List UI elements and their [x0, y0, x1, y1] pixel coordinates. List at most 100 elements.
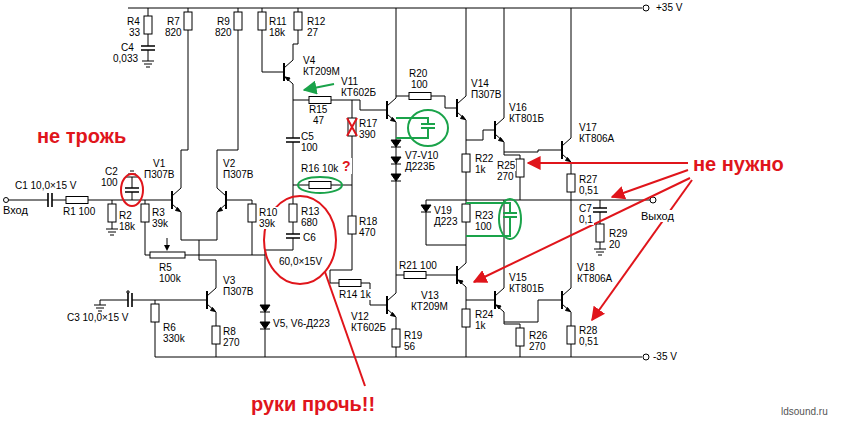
red-markup	[592, 180, 692, 320]
component-label: R24	[474, 309, 494, 320]
component-label: 390	[358, 129, 377, 140]
transistor-symbol	[483, 110, 504, 150]
component-label: П307В	[143, 169, 176, 180]
component-label: 820	[214, 27, 233, 38]
resistor-symbol	[108, 200, 116, 226]
capacitor-symbol	[286, 130, 300, 150]
component-label: 33	[128, 27, 141, 38]
component-label: 680	[300, 217, 319, 228]
transistor-symbol	[445, 255, 466, 295]
component-label: +35 V	[655, 2, 683, 13]
red-markup	[528, 162, 688, 164]
component-label: 20	[608, 239, 621, 250]
component-label: П307В	[222, 286, 255, 297]
resistor-symbol	[144, 12, 152, 38]
wire	[396, 200, 650, 275]
component-label: 330k	[162, 333, 186, 344]
red-markup	[121, 174, 143, 206]
capacitor-symbol	[125, 180, 139, 200]
annotation-note: не нужно	[692, 152, 785, 176]
wire	[396, 8, 483, 200]
resistor-symbol	[305, 182, 335, 189]
component-label: 60,0×15V	[278, 256, 323, 267]
resistor-symbol	[184, 8, 192, 34]
component-label: Д223	[433, 216, 458, 227]
transistor-symbol	[217, 180, 238, 220]
component-label: КТ801Б	[508, 113, 545, 124]
capacitor-symbol	[40, 193, 60, 207]
annotation-note: не трожь	[36, 124, 127, 148]
transistor-symbol	[375, 285, 396, 325]
resistor-symbol	[348, 114, 356, 140]
component-label: R12	[306, 16, 326, 27]
resistor-symbol	[151, 300, 159, 326]
terminal	[4, 5, 657, 360]
component-label: КТ209М	[410, 301, 449, 312]
component-label: П307В	[470, 89, 503, 100]
component-label: C2	[104, 166, 119, 177]
resistor-symbol	[567, 322, 575, 348]
component-label: КТ801Б	[508, 283, 545, 294]
resistor-symbol	[305, 97, 335, 104]
component-label: 1k	[474, 164, 487, 175]
wire	[8, 8, 650, 357]
component-label: V2	[222, 158, 236, 169]
component-label: V19	[433, 205, 453, 216]
annotation-note: руки прочь!!	[250, 392, 376, 416]
component-label: V17	[578, 122, 598, 133]
resistor-symbol	[516, 155, 524, 181]
component-label: V16	[508, 102, 528, 113]
green-markup	[304, 84, 334, 90]
ground-symbol	[594, 246, 606, 255]
capacitor-symbol	[593, 200, 607, 220]
component-label: 100	[410, 79, 429, 90]
wire	[100, 300, 265, 357]
component-label: C5	[300, 131, 315, 142]
component-label: 0,1	[578, 214, 594, 225]
component-label: R3	[151, 207, 166, 218]
wire	[8, 200, 252, 255]
resistor-symbol	[567, 170, 575, 196]
component-label: V18	[576, 262, 596, 273]
component-label: R28	[578, 325, 598, 336]
capacitor-symbol	[141, 38, 155, 58]
component-label: 27	[306, 27, 319, 38]
component-label: КТ806А	[576, 273, 613, 284]
resistor-symbol	[248, 200, 256, 226]
component-label: R16 10k	[300, 163, 339, 174]
resistor-symbol	[62, 8, 604, 351]
terminal	[643, 354, 649, 360]
component-label: V5, V6-Д223	[272, 318, 331, 329]
component-label: V12	[350, 311, 370, 322]
diode-symbol	[260, 300, 270, 317]
diode-symbol	[391, 169, 401, 186]
green-markup	[466, 203, 517, 236]
annotation-mark: ?	[341, 158, 352, 174]
transistor-symbol	[195, 280, 216, 320]
ground-symbol	[106, 226, 118, 235]
red-markup	[347, 118, 357, 136]
resistor-symbol	[294, 8, 302, 34]
resistor-symbol	[335, 280, 365, 287]
capacitor-symbol	[286, 226, 300, 246]
component-label: R17	[358, 118, 378, 129]
component-label: R18	[358, 216, 378, 227]
component-label: V11	[340, 76, 359, 87]
transistor-symbol	[550, 280, 571, 320]
component-label: 18k	[268, 27, 286, 38]
component-label: R19	[403, 330, 423, 341]
component-label: 470	[358, 227, 377, 238]
component-label: R10	[258, 207, 278, 218]
component-label: R29	[608, 228, 628, 239]
component-label: 1k	[474, 320, 487, 331]
capacitor-symbol	[120, 293, 140, 307]
resistor-symbol	[141, 200, 149, 226]
component-label: R20	[408, 68, 428, 79]
resistor-symbol	[405, 93, 435, 100]
resistor-symbol	[212, 322, 220, 348]
component-label: R21 100	[398, 260, 438, 271]
component-label: V3	[222, 275, 236, 286]
resistor-symbol	[348, 212, 356, 238]
